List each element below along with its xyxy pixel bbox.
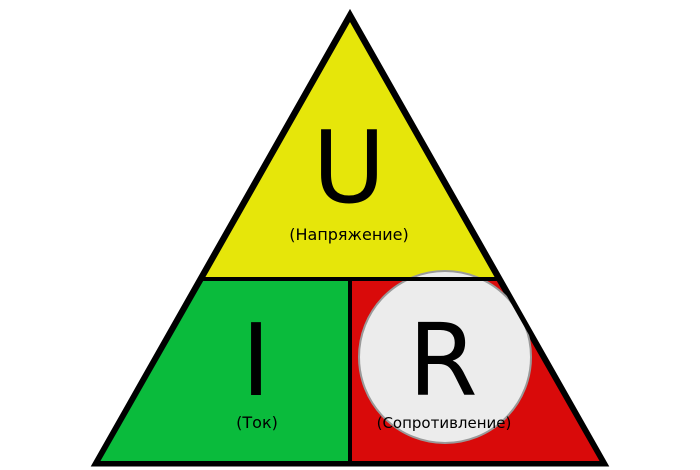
voltage-symbol: U	[312, 109, 385, 226]
resistance-caption: (Сопротивление)	[377, 414, 512, 432]
current-symbol: I	[241, 302, 271, 419]
current-section	[93, 277, 352, 465]
resistance-symbol: R	[408, 302, 477, 419]
voltage-caption: (Напряжение)	[289, 225, 409, 244]
current-caption: (Ток)	[236, 413, 278, 432]
resistance-highlight-circle	[358, 270, 532, 444]
